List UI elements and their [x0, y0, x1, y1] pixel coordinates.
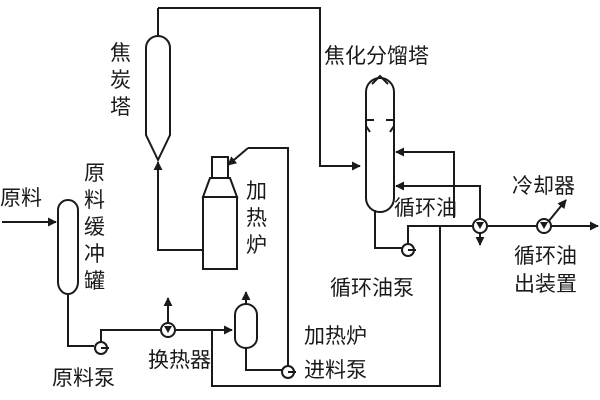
drum-to-furnace-pump-line [245, 348, 282, 371]
reflux-return-line [395, 147, 455, 218]
furnace-stack-arrow [227, 147, 249, 166]
feed-pump-discharge-line [100, 329, 160, 342]
recycle-oil-out-label-line1: 循环油 [514, 244, 577, 268]
recycle-exchanger-icon [472, 218, 488, 234]
feed-pump-icon [94, 341, 109, 355]
exchanger-cooling-loop [395, 181, 481, 219]
feed-label: 原料 [0, 186, 42, 210]
tank-to-pump-line [67, 294, 94, 347]
recycle-oil-pump-discharge [407, 225, 470, 244]
coke-tower-label: 焦炭塔 [110, 41, 131, 119]
recycle-return-to-feed-line [211, 226, 441, 387]
furnace-feed-pump-icon [281, 365, 296, 379]
fractionator-tower [365, 74, 395, 213]
heating-furnace [201, 156, 239, 270]
recycle-oil-out-label-line2: 出装置 [514, 272, 577, 296]
recycle-oil-label: 循环油 [394, 196, 457, 220]
heat-exchanger-icon [160, 322, 176, 338]
cooler-label: 冷却器 [512, 174, 575, 198]
furnace-feed-pump-label-line2: 进料泵 [304, 358, 367, 382]
feed-buffer-tank-label: 原料缓冲罐 [84, 161, 105, 293]
recycle-oil-pump-label: 循环油泵 [330, 276, 414, 300]
coke-tower-vapor-line [158, 7, 361, 171]
fractionator-label: 焦化分馏塔 [324, 44, 429, 68]
furnace-feed-pump-label-line1: 加热炉 [304, 324, 367, 348]
furnace-feed-line [248, 147, 289, 366]
furnace-feed-drum [234, 303, 258, 349]
fractionator-bottom-line [374, 210, 402, 249]
heat-exchanger-label: 换热器 [148, 348, 211, 372]
feed-buffer-tank [57, 199, 79, 295]
coke-tower [145, 35, 171, 163]
heating-furnace-label: 加热炉 [246, 179, 267, 257]
furnace-to-coke-tower-line [153, 161, 203, 251]
cooler-water-arrow [547, 199, 567, 223]
recycle-oil-pump-icon [401, 243, 416, 257]
feed-pump-label: 原料泵 [52, 366, 115, 390]
